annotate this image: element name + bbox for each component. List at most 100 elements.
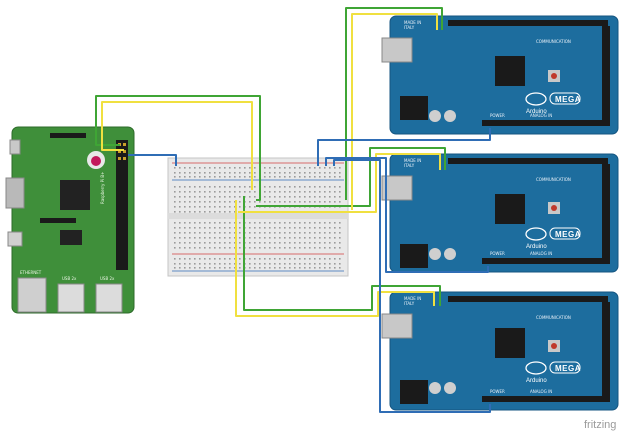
breadboard-hole: [264, 186, 266, 188]
made-in-label: MADE IN: [404, 158, 421, 163]
breadboard-hole: [204, 201, 206, 203]
breadboard-hole: [279, 176, 281, 178]
breadboard-hole: [184, 242, 186, 244]
breadboard-hole: [269, 196, 271, 198]
arduino-logo-icon: [525, 92, 547, 106]
breadboard-hole: [259, 237, 261, 239]
breadboard-hole: [339, 222, 341, 224]
reset-button-icon[interactable]: [551, 205, 557, 211]
breadboard-hole: [264, 263, 266, 265]
breadboard-hole: [204, 237, 206, 239]
breadboard-hole: [199, 263, 201, 265]
breadboard-hole: [334, 191, 336, 193]
italy-label: ITALY: [404, 301, 415, 306]
breadboard-hole: [339, 263, 341, 265]
breadboard-hole: [254, 191, 256, 193]
breadboard-hole: [334, 258, 336, 260]
breadboard-hole: [189, 263, 191, 265]
breadboard-hole: [219, 242, 221, 244]
breadboard-hole: [254, 263, 256, 265]
arduino-logo-icon: [525, 227, 547, 241]
breadboard-hole: [199, 191, 201, 193]
breadboard-hole: [184, 227, 186, 229]
wire-blue-mega3: [333, 159, 491, 413]
breadboard-hole: [304, 227, 306, 229]
breadboard-hole: [304, 232, 306, 234]
breadboard-hole: [319, 186, 321, 188]
breadboard-hole: [289, 196, 291, 198]
breadboard-hole: [334, 201, 336, 203]
breadboard-hole: [289, 242, 291, 244]
breadboard-hole: [279, 196, 281, 198]
breadboard-hole: [174, 191, 176, 193]
breadboard-hole: [289, 227, 291, 229]
breadboard-hole: [189, 267, 191, 269]
breadboard-hole: [229, 206, 231, 208]
breadboard-hole: [204, 172, 206, 174]
breadboard-hole: [194, 206, 196, 208]
breadboard-hole: [244, 172, 246, 174]
breadboard-hole: [244, 186, 246, 188]
breadboard-hole: [214, 242, 216, 244]
breadboard-hole: [339, 196, 341, 198]
breadboard-hole: [219, 232, 221, 234]
communication-label: COMMUNICATION: [536, 39, 571, 44]
breadboard-hole: [274, 176, 276, 178]
breadboard-hole: [199, 186, 201, 188]
breadboard-hole: [189, 172, 191, 174]
breadboard-hole: [189, 167, 191, 169]
breadboard-hole: [299, 167, 301, 169]
breadboard-hole: [219, 267, 221, 269]
breadboard-hole: [199, 237, 201, 239]
breadboard-hole: [294, 227, 296, 229]
pi-usb1-label: USB 2x: [62, 276, 77, 281]
breadboard-hole: [199, 247, 201, 249]
breadboard-hole: [309, 247, 311, 249]
breadboard-hole: [189, 227, 191, 229]
breadboard-hole: [324, 237, 326, 239]
breadboard-hole: [209, 206, 211, 208]
breadboard-hole: [334, 186, 336, 188]
breadboard-hole: [174, 172, 176, 174]
breadboard-hole: [339, 267, 341, 269]
breadboard-hole: [259, 201, 261, 203]
breadboard-hole: [279, 167, 281, 169]
breadboard-hole: [284, 201, 286, 203]
breadboard-hole: [194, 172, 196, 174]
breadboard-hole: [294, 267, 296, 269]
breadboard-hole: [229, 201, 231, 203]
breadboard-hole: [179, 227, 181, 229]
breadboard-hole: [189, 206, 191, 208]
reset-button-icon[interactable]: [551, 73, 557, 79]
breadboard-hole: [289, 247, 291, 249]
reset-button-icon[interactable]: [551, 343, 557, 349]
breadboard-hole: [254, 206, 256, 208]
breadboard-hole: [194, 176, 196, 178]
breadboard-hole: [244, 191, 246, 193]
breadboard-hole: [234, 237, 236, 239]
breadboard-hole: [264, 176, 266, 178]
breadboard-hole: [234, 186, 236, 188]
breadboard-hole: [194, 247, 196, 249]
arduino-mega-1: MADE IN ITALY COMMUNICATION POWER ANALOG…: [381, 15, 619, 135]
mega-label: MEGA: [555, 230, 581, 239]
breadboard-hole: [294, 186, 296, 188]
breadboard-hole: [249, 196, 251, 198]
breadboard-hole: [214, 196, 216, 198]
breadboard-hole: [299, 232, 301, 234]
breadboard-hole: [284, 247, 286, 249]
breadboard-hole: [304, 267, 306, 269]
breadboard-hole: [299, 186, 301, 188]
breadboard-hole: [214, 232, 216, 234]
breadboard-hole: [199, 196, 201, 198]
breadboard-hole: [219, 191, 221, 193]
breadboard-hole: [219, 263, 221, 265]
power-jack-icon: [400, 244, 428, 268]
breadboard-hole: [304, 172, 306, 174]
analog-in-label: ANALOG IN: [530, 389, 552, 394]
breadboard-hole: [309, 237, 311, 239]
breadboard-hole: [259, 227, 261, 229]
breadboard-hole: [274, 237, 276, 239]
breadboard-hole: [319, 263, 321, 265]
breadboard-hole: [334, 227, 336, 229]
